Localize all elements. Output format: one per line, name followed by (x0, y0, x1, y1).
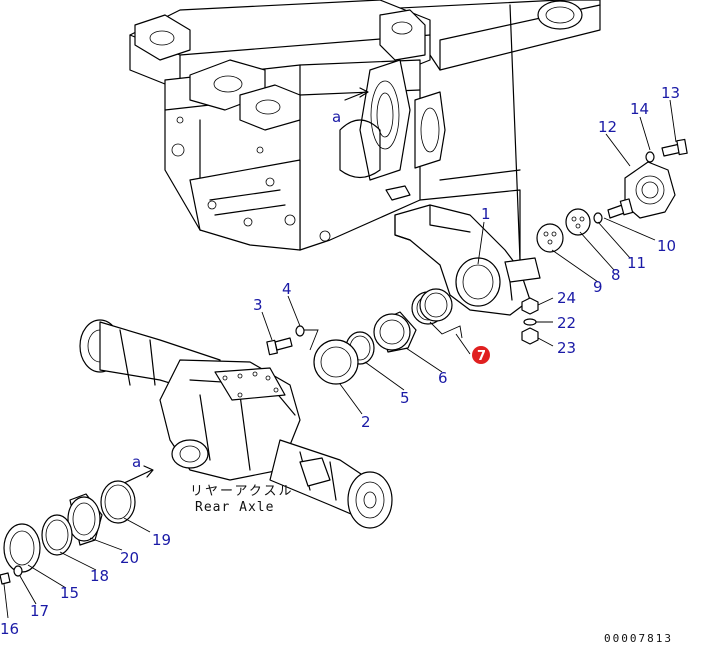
part-7-shims (411, 288, 463, 339)
part-10-bolt (607, 198, 634, 219)
part-14-washer (645, 151, 655, 163)
part-20-bushing (67, 493, 103, 546)
callout-16: 16 (0, 620, 19, 638)
leader-lines (3, 99, 677, 619)
part-9-plate (536, 223, 564, 253)
part-4-washer (295, 325, 319, 351)
callout-12: 12 (598, 118, 617, 136)
callout-10: 10 (657, 237, 676, 255)
callout-15: 15 (60, 584, 79, 602)
part-22-washer (523, 318, 537, 326)
callout-6: 6 (438, 369, 448, 387)
callout-labels: 1 2 3 4 5 6 7 8 9 10 11 12 13 14 15 16 1… (0, 84, 680, 638)
callout-14: 14 (630, 100, 649, 118)
callout-7-highlight-marker (472, 346, 490, 364)
callout-23: 23 (557, 339, 576, 357)
assembly-label-jp: リヤーアクスル (190, 484, 293, 499)
part-23-nut (521, 327, 539, 345)
callout-19: 19 (152, 531, 171, 549)
part-12-flange (624, 161, 676, 219)
callout-13: 13 (661, 84, 680, 102)
part-18-ring (41, 514, 73, 556)
callout-22: 22 (557, 314, 576, 332)
assembly-label-en: Rear Axle (195, 500, 274, 515)
part-19-ring (100, 480, 136, 524)
callout-5: 5 (400, 389, 410, 407)
view-marker-top: a (332, 108, 341, 126)
part-16-bolt (0, 572, 11, 585)
part-3-bolt (266, 337, 293, 356)
part-2-plate (313, 339, 359, 385)
part-15-plate (3, 523, 41, 573)
part-8-plate (565, 208, 591, 236)
callout-7-highlighted: 7 (472, 346, 490, 364)
callout-3: 3 (253, 296, 263, 314)
part-1-axle-support-bracket (394, 204, 541, 316)
view-marker-bottom: a (132, 453, 141, 471)
vehicle-frame (129, 0, 601, 261)
part-17-washer (13, 565, 23, 577)
callout-20: 20 (120, 549, 139, 567)
callout-11: 11 (627, 254, 646, 272)
part-24-nut (521, 297, 539, 315)
callout-17: 17 (30, 602, 49, 620)
view-arrow-bottom (121, 465, 154, 485)
callout-1: 1 (481, 205, 491, 223)
part-11-washer (593, 212, 603, 224)
rear-axle-assembly (79, 319, 393, 529)
callout-9: 9 (593, 278, 603, 296)
callout-18: 18 (90, 567, 109, 585)
callout-24: 24 (557, 289, 576, 307)
callout-2: 2 (361, 413, 371, 431)
callout-4: 4 (282, 280, 292, 298)
drawing-number: 00007813 (604, 632, 673, 645)
callout-8: 8 (611, 266, 621, 284)
callout-7: 7 (477, 349, 486, 364)
part-13-bolt (661, 138, 688, 157)
part-6-bushing (373, 311, 417, 353)
